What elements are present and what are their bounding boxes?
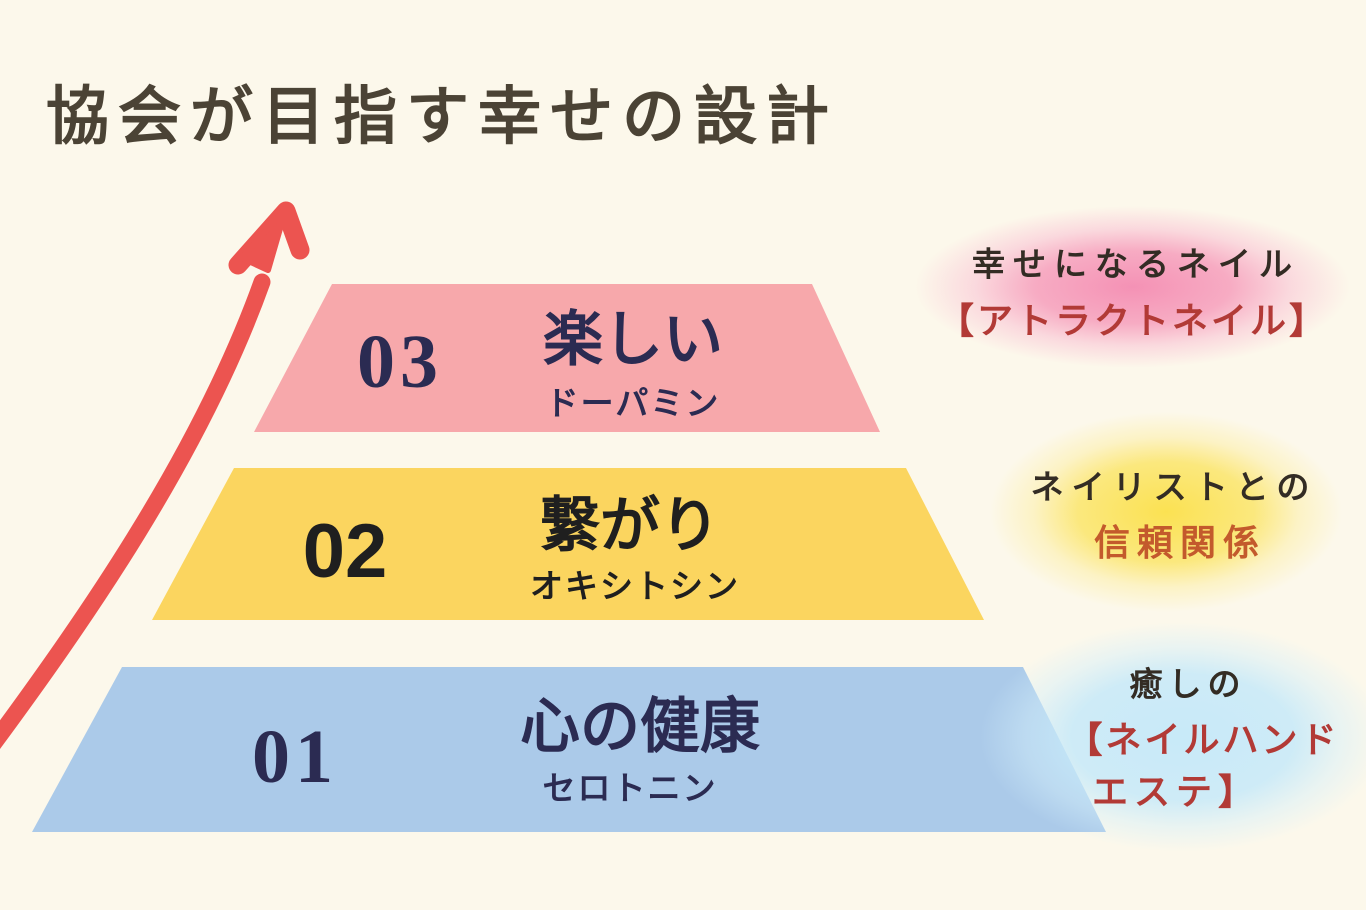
pyramid-level-01: 01 心の健康 セロトニン <box>32 667 1106 832</box>
level-label: 楽しい <box>543 306 723 373</box>
page-title: 協会が目指す幸せの設計 <box>46 82 838 152</box>
level-sublabel: セロトニン <box>542 769 718 807</box>
annotation-line: 【ネイルハンド <box>1066 720 1340 760</box>
pyramid-level-03: 03 楽しい ドーパミン <box>254 284 880 432</box>
level-label: 繋がり <box>540 492 720 559</box>
pyramid-level-02: 02 繋がり オキシトシン <box>152 468 984 620</box>
annotation-line: 信頼関係 <box>1093 523 1267 563</box>
level-number: 03 <box>357 320 443 404</box>
annotation-line: 幸せになるネイル <box>972 247 1300 284</box>
level-sublabel: ドーパミン <box>545 384 721 422</box>
annotation-line: 癒しの <box>1129 667 1247 704</box>
level-number: 01 <box>252 715 338 799</box>
level-sublabel: オキシトシン <box>530 567 740 605</box>
annotation-line: ネイリストとの <box>1030 470 1318 507</box>
annotation-line: エステ】 <box>1091 772 1261 812</box>
level-label: 心の健康 <box>520 693 760 760</box>
annotation-line: 【アトラクトネイル】 <box>937 301 1329 341</box>
level-number: 02 <box>302 509 388 594</box>
